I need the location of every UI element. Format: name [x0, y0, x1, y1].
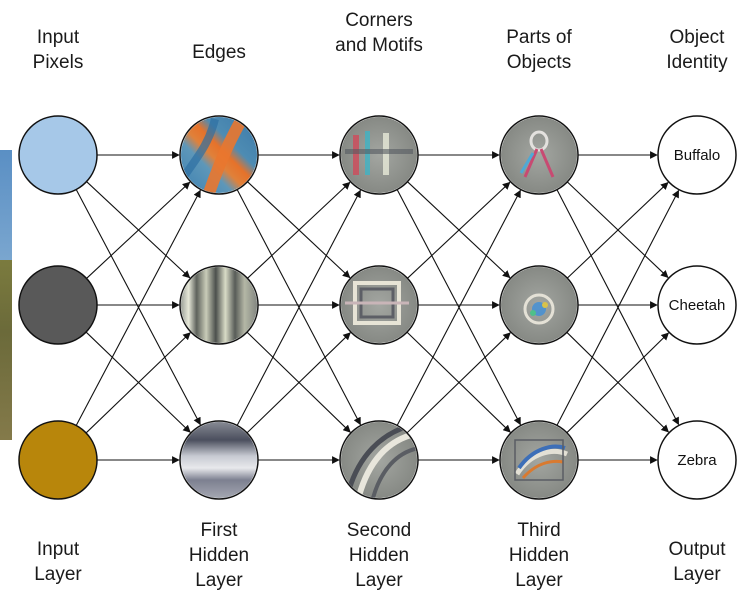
- connection-arrow: [556, 189, 680, 426]
- layer-label-bottom: Input Layer: [34, 539, 82, 585]
- connection-arrow: [396, 189, 521, 426]
- input-node: [18, 420, 98, 500]
- connection-arrow: [406, 332, 511, 434]
- input-node: [18, 265, 98, 345]
- hidden-node-vertical-stripes: [179, 265, 259, 345]
- output-node-label: Zebra: [677, 452, 717, 469]
- output-node: [657, 115, 737, 195]
- column-label-top: Corners and Motifs: [335, 10, 423, 56]
- output-node: [657, 420, 737, 500]
- connection-arrows: [75, 151, 680, 464]
- connection-arrow: [246, 332, 351, 434]
- connection-arrow: [247, 181, 351, 279]
- background-photo-grass-strip: [0, 260, 12, 440]
- layer-label-bottom: Third Hidden Layer: [508, 520, 570, 591]
- connection-arrow: [566, 182, 669, 279]
- hidden-node-corner-red-cyan: [339, 115, 419, 195]
- hidden-node-zebra-part: [499, 420, 579, 500]
- column-label-top: Edges: [192, 42, 246, 63]
- connection-arrow: [566, 332, 669, 434]
- background-photo-sky-strip: [0, 150, 12, 260]
- hidden-node-buffalo-part: [499, 115, 579, 195]
- connection-arrow: [86, 181, 191, 279]
- connection-arrow: [236, 189, 361, 426]
- output-node: [657, 265, 737, 345]
- hidden-node-box-motif: [339, 265, 419, 345]
- layer-label-bottom: First Hidden Layer: [188, 520, 250, 591]
- output-node-label: Buffalo: [674, 147, 720, 164]
- input-node: [18, 115, 98, 195]
- connection-arrow: [75, 189, 201, 426]
- connection-arrow: [85, 332, 191, 434]
- layer-label-bottom: Second Hidden Layer: [346, 520, 412, 591]
- hidden-node-horizontal-blur: [179, 420, 259, 500]
- hidden-node-orange-blue-edge: [179, 115, 259, 195]
- hidden-node-curved-arcs: [339, 420, 419, 500]
- layer-label-bottom: Output Layer: [668, 539, 726, 585]
- connection-arrow: [407, 181, 511, 279]
- column-label-top: Parts of Objects: [506, 27, 572, 73]
- column-label-top: Object Identity: [666, 27, 728, 73]
- column-label-top: Input Pixels: [32, 27, 84, 73]
- hidden-node-cheetah-part: [499, 265, 579, 345]
- output-node-label: Cheetah: [669, 297, 726, 314]
